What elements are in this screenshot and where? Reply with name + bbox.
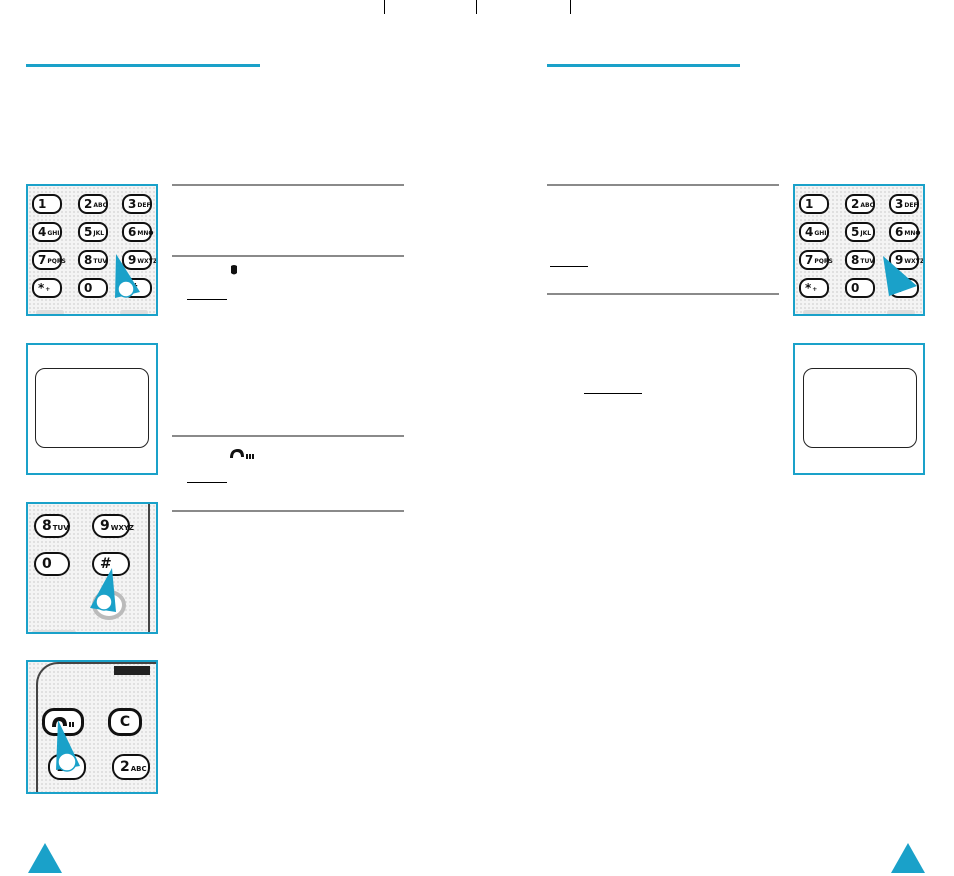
step-rule-3 [172, 435, 404, 437]
triangle-pointer-icon [56, 720, 80, 772]
triangle-pointer-icon [115, 254, 140, 298]
phone-display [35, 368, 149, 448]
left-page-header-rule [26, 64, 260, 67]
right-step-rule-2 [547, 293, 779, 295]
key-0-closeup: 0 [34, 552, 70, 576]
display-illustration-2 [793, 343, 925, 475]
right-page-header-rule [547, 64, 740, 67]
key-0: 0 [78, 278, 108, 298]
right-step-underline-2 [584, 393, 642, 394]
triangle-pointer-icon [90, 568, 116, 612]
key-1: 1 [32, 194, 62, 214]
triangle-pointer-icon [883, 256, 917, 296]
display-illustration-1 [26, 343, 158, 475]
brand-logo [114, 666, 150, 675]
keypad-bottom-bar-right [887, 310, 915, 314]
page-triangle-icon [28, 843, 62, 873]
hash-key-icon [231, 265, 237, 275]
send-key-icon [52, 717, 74, 727]
key-star: *+ [32, 278, 62, 298]
send-key-icon [230, 449, 254, 459]
phone-side-edge [148, 504, 153, 632]
phone-display [803, 368, 917, 448]
crop-mark-center [476, 0, 477, 14]
phone-body-edge [36, 662, 156, 792]
step-underline-2 [187, 482, 227, 483]
keypad-bottom-bar [32, 630, 76, 632]
crop-mark-left [384, 0, 385, 14]
right-step-rule-1 [547, 184, 779, 186]
keypad-bottom-bar-left [803, 310, 831, 314]
keypad-bottom-bar-right [120, 310, 148, 314]
right-step-underline-1 [550, 266, 588, 267]
step-rule-4 [172, 510, 404, 512]
crop-mark-right [570, 0, 571, 14]
keypad-bottom-bar-left [36, 310, 64, 314]
step-underline-1 [187, 299, 227, 300]
key-clear: C [108, 708, 142, 736]
key-0: 0 [845, 278, 875, 298]
key-star: *+ [799, 278, 829, 298]
step-rule-1 [172, 184, 404, 186]
page-triangle-icon [891, 843, 925, 873]
key-1: 1 [799, 194, 829, 214]
step-rule-2 [172, 255, 404, 257]
